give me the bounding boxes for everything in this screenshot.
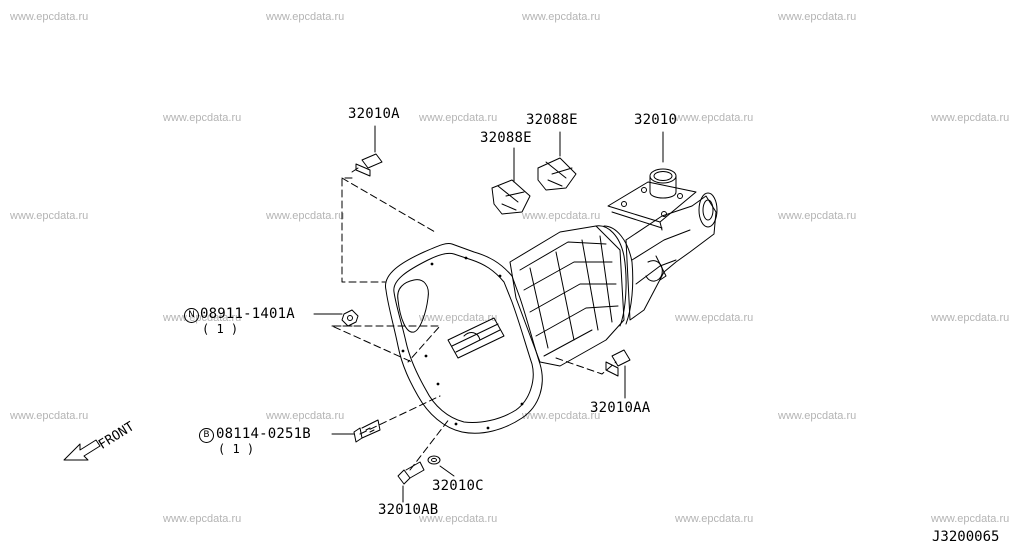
main-case xyxy=(509,225,625,367)
label-08911-1401a: 08911-1401A xyxy=(200,306,295,322)
label-32010: 32010 xyxy=(634,112,678,128)
washer-drawing xyxy=(427,455,441,465)
watermark: www.epcdata.ru xyxy=(675,312,754,324)
watermark: www.epcdata.ru xyxy=(10,410,89,422)
watermark: www.epcdata.ru xyxy=(163,112,242,124)
bolt-top-drawing xyxy=(351,153,383,177)
watermark: www.epcdata.ru xyxy=(163,513,242,525)
watermark: www.epcdata.ru xyxy=(778,210,857,222)
watermark: www.epcdata.ru xyxy=(675,112,754,124)
label-32010aa: 32010AA xyxy=(590,400,651,416)
watermark: www.epcdata.ru xyxy=(778,11,857,23)
watermark: www.epcdata.ru xyxy=(419,312,498,324)
label-08114-0251b: 08114-0251B xyxy=(216,426,311,442)
watermark: www.epcdata.ru xyxy=(931,112,1010,124)
watermark: www.epcdata.ru xyxy=(419,513,498,525)
watermark: www.epcdata.ru xyxy=(419,112,498,124)
label-32088e-upper: 32088E xyxy=(526,112,578,128)
bolt-right-drawing xyxy=(605,349,631,377)
label-32010c: 32010C xyxy=(432,478,484,494)
bolt-badge: B xyxy=(199,428,214,443)
watermark: www.epcdata.ru xyxy=(266,11,345,23)
diagram-code: J3200065 xyxy=(932,529,1000,545)
watermark: www.epcdata.ru xyxy=(931,312,1010,324)
watermark: www.epcdata.ru xyxy=(522,410,601,422)
extension-housing xyxy=(625,195,717,321)
reference-lines xyxy=(331,177,617,471)
watermark: www.epcdata.ru xyxy=(266,410,345,422)
label-32088e-lower: 32088E xyxy=(480,130,532,146)
bell-housing xyxy=(385,243,543,434)
seal-lower-drawing xyxy=(491,179,531,215)
label-bolt-qty: ( 1 ) xyxy=(218,442,255,456)
watermark: www.epcdata.ru xyxy=(10,210,89,222)
watermark: www.epcdata.ru xyxy=(163,312,242,324)
seal-upper-drawing xyxy=(537,157,577,191)
watermark: www.epcdata.ru xyxy=(266,210,345,222)
watermark: www.epcdata.ru xyxy=(522,210,601,222)
nut-drawing xyxy=(341,309,359,327)
front-arrow-icon xyxy=(63,439,101,461)
watermark: www.epcdata.ru xyxy=(931,513,1010,525)
nut-badge: N xyxy=(184,308,199,323)
watermark: www.epcdata.ru xyxy=(10,11,89,23)
bolt-lower-drawing xyxy=(353,419,381,443)
label-32010ab: 32010AB xyxy=(378,502,439,518)
label-32010a: 32010A xyxy=(348,106,400,122)
bolt-bottom-drawing xyxy=(397,461,425,485)
watermark: www.epcdata.ru xyxy=(522,11,601,23)
label-nut-qty: ( 1 ) xyxy=(202,322,239,336)
watermark: www.epcdata.ru xyxy=(778,410,857,422)
watermark: www.epcdata.ru xyxy=(675,513,754,525)
